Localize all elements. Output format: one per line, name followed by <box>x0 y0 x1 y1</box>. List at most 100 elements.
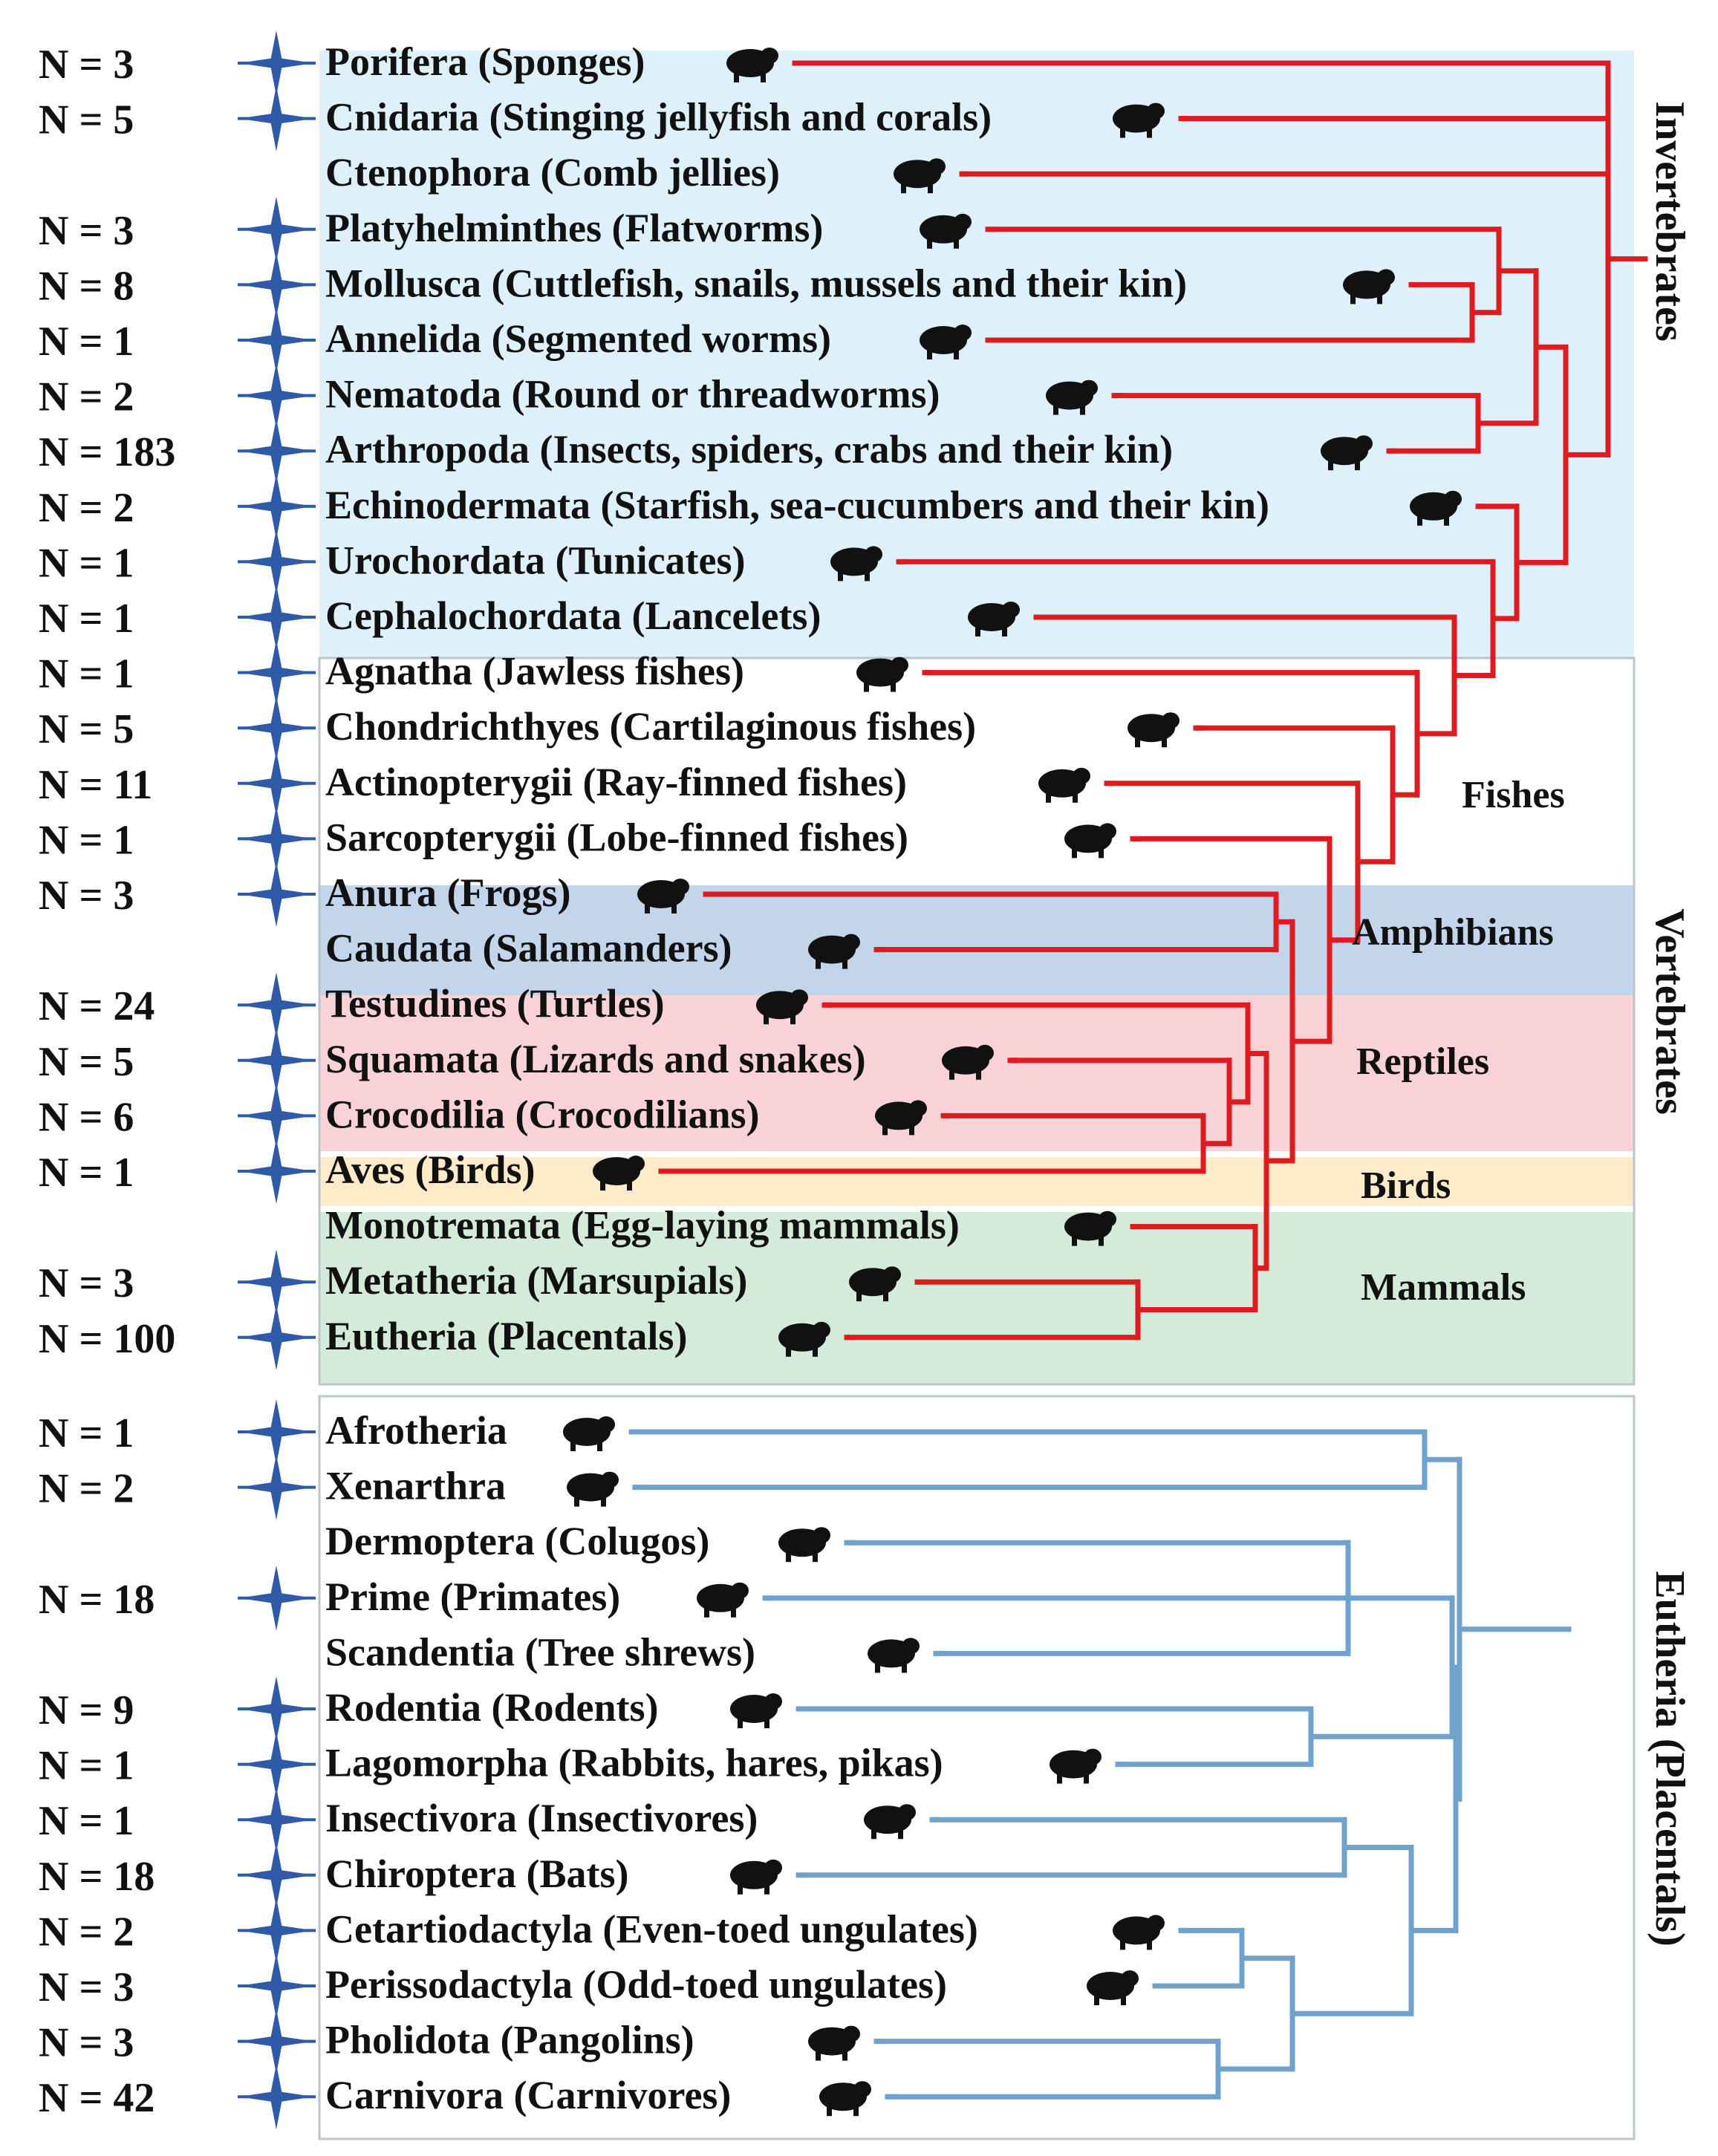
sample-count: N = 3 <box>39 42 134 88</box>
sample-count: N = 3 <box>39 873 134 919</box>
amphibians-label: Amphibians <box>1352 911 1554 954</box>
sample-count: N = 1 <box>39 817 134 863</box>
taxon-bottom-row: N = 1 Insectivora (Insectivores) <box>39 1787 940 1853</box>
taxon-bottom-row: N = 2 Xenarthra <box>39 1454 642 1520</box>
sample-count: N = 1 <box>39 540 134 586</box>
taxon-name: Ctenophora (Comb jellies) <box>325 150 780 195</box>
taxon-name: Testudines (Turtles) <box>325 981 665 1026</box>
taxon-name: Scandentia (Tree shrews) <box>325 1629 755 1674</box>
taxon-name: Metatheria (Marsupials) <box>325 1258 747 1303</box>
taxon-bottom-row: N = 9 Rodentia (Rodents) <box>39 1676 806 1742</box>
sample-count: N = 1 <box>39 1150 134 1196</box>
sample-count: N = 2 <box>39 374 134 420</box>
taxon-name: Lagomorpha (Rabbits, hares, pikas) <box>325 1741 943 1785</box>
worm-icon <box>920 325 972 359</box>
tunicate-icon <box>830 546 882 582</box>
salamander-icon <box>808 934 860 969</box>
sample-count: N = 5 <box>39 706 134 752</box>
taxon-name: Carnivora (Carnivores) <box>325 2073 731 2117</box>
sample-count: N = 9 <box>39 1687 134 1733</box>
monkey-icon <box>697 1582 749 1618</box>
taxon-name: Cephalochordata (Lancelets) <box>325 593 821 638</box>
elephant-icon <box>563 1416 615 1451</box>
rhino-icon <box>1087 1970 1139 2005</box>
eutheria-cladogram <box>628 1429 1572 2100</box>
group-labels: Fishes Amphibians Reptiles Birds Mammals… <box>1352 101 1693 1946</box>
sample-count: N = 8 <box>39 263 134 309</box>
taxon-bottom-row: N = 42 Carnivora (Carnivores) <box>39 2064 895 2130</box>
shark-icon <box>1128 712 1180 748</box>
birds-band <box>319 1157 1634 1206</box>
taxon-name: Rodentia (Rodents) <box>325 1685 659 1730</box>
sample-count: N = 1 <box>39 1410 134 1456</box>
taxon-name: Caudata (Salamanders) <box>325 926 732 971</box>
fish-icon <box>1038 767 1090 803</box>
taxon-top-row: N = 100 Eutheria (Placentals) <box>39 1304 854 1370</box>
taxon-name: Chondrichthyes (Cartilaginous fishes) <box>325 704 976 749</box>
sample-count: N = 1 <box>39 1798 134 1844</box>
sample-count: N = 18 <box>39 1854 154 1900</box>
cat-icon <box>819 2081 871 2117</box>
vertebrates-label: Vertebrates <box>1647 908 1693 1115</box>
bird-icon <box>593 1156 645 1191</box>
sample-count: N = 3 <box>39 1964 134 2010</box>
eutheria-panel-border <box>318 1395 1636 2140</box>
platypus-icon <box>1064 1211 1116 1246</box>
deer-icon <box>1113 1915 1165 1950</box>
sample-count: N = 42 <box>39 2075 154 2121</box>
sample-count: N = 1 <box>39 319 134 365</box>
taxon-name: Afrotheria <box>325 1408 507 1453</box>
eutheria-placentals-label: Eutheria (Placentals) <box>1647 1571 1693 1946</box>
sample-count: N = 3 <box>39 208 134 254</box>
taxon-name: Xenarthra <box>325 1464 506 1508</box>
taxon-name: Agnatha (Jawless fishes) <box>325 649 744 694</box>
sample-count: N = 2 <box>39 1466 134 1512</box>
taxon-name: Eutheria (Placentals) <box>325 1314 687 1358</box>
taxon-top-row: Caudata (Salamanders) <box>325 926 884 971</box>
sample-count: N = 2 <box>39 485 134 531</box>
taxon-name: Aves (Birds) <box>325 1147 535 1192</box>
flatworm-icon <box>920 213 972 249</box>
sample-count: N = 5 <box>39 97 134 143</box>
taxon-top-row: N = 5 Chondrichthyes (Cartilaginous fishe… <box>39 695 1203 761</box>
taxon-name: Urochordata (Tunicates) <box>325 538 746 582</box>
taxon-top-row: Ctenophora (Comb jellies) <box>325 150 969 195</box>
armadillo-icon <box>567 1471 619 1507</box>
comb-jelly-icon <box>894 158 946 194</box>
pangolin-icon <box>808 2025 860 2061</box>
taxon-name: Perissodactyla (Odd-toed ungulates) <box>325 1962 947 2007</box>
taxon-name: Prime (Primates) <box>325 1574 620 1619</box>
frog-icon <box>637 879 689 913</box>
taxon-name: Insectivora (Insectivores) <box>325 1796 758 1840</box>
taxon-bottom-row: Dermoptera (Colugos) <box>325 1519 854 1563</box>
taxon-top-row: N = 1 Cephalochordata (Lancelets) <box>39 584 1044 650</box>
taxon-name: Annelida (Segmented worms) <box>325 316 831 361</box>
sample-count: N = 18 <box>39 1577 154 1623</box>
sample-count: N = 1 <box>39 596 134 642</box>
taxon-bottom-row: N = 1 Afrotheria <box>39 1399 639 1465</box>
taxon-name: Chiroptera (Bats) <box>325 1852 628 1896</box>
amphibians-band <box>319 885 1634 995</box>
jellyfish-icon <box>1113 102 1165 138</box>
sample-count: N = 100 <box>39 1316 175 1362</box>
bat-icon <box>730 1859 782 1895</box>
hedgehog-icon <box>864 1804 916 1840</box>
taxon-name: Actinopterygii (Ray-finned fishes) <box>325 760 907 804</box>
starfish-icon <box>1410 490 1462 526</box>
turtle-icon <box>756 989 808 1025</box>
cladograms <box>628 60 1648 2100</box>
birds-label: Birds <box>1361 1165 1451 1207</box>
snail-icon <box>1343 269 1395 304</box>
